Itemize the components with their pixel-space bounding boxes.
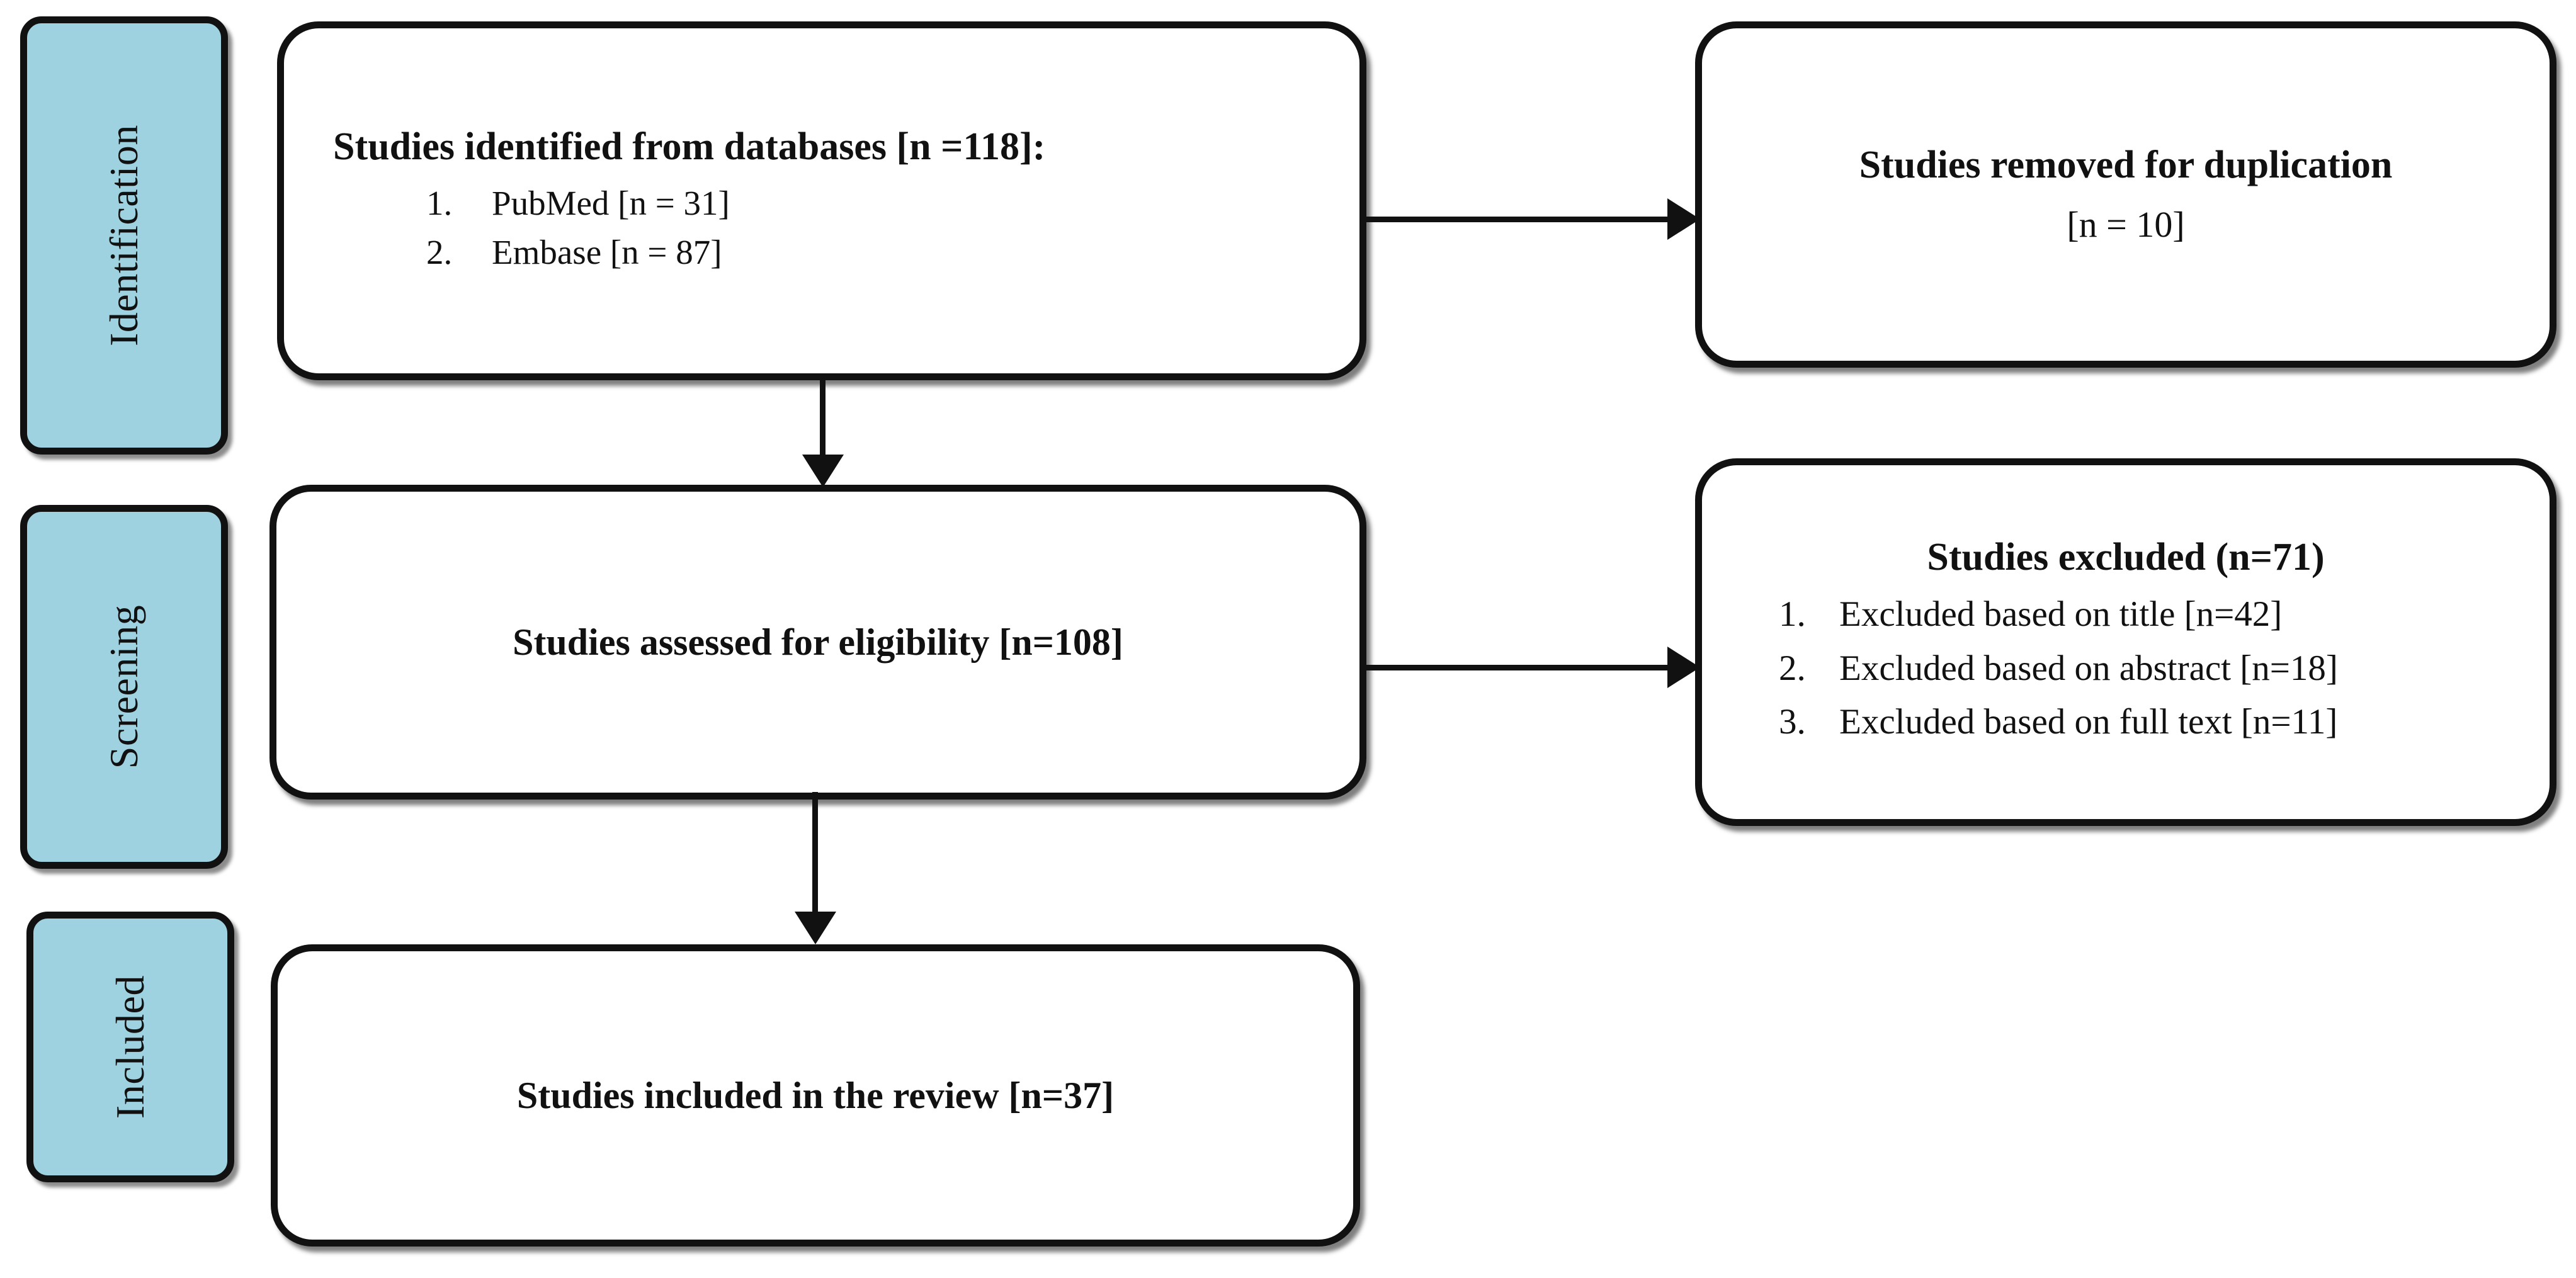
list-item: 2. Excluded based on abstract [n=18]: [1779, 642, 2550, 696]
list-item-number: 3.: [1779, 702, 1806, 742]
box-studies-assessed: Studies assessed for eligibility [n=108]: [270, 485, 1366, 800]
studies-excluded-reason-list: 1. Excluded based on title [n=42] 2. Exc…: [1702, 587, 2550, 749]
connector-assessed-to-included: [812, 792, 818, 915]
list-item-label: Excluded based on abstract [n=18]: [1839, 648, 2338, 688]
arrowhead-identified-to-assessed: [802, 455, 844, 487]
connector-assessed-to-excluded: [1364, 665, 1670, 670]
stage-tab-screening: Screening: [20, 505, 228, 869]
connector-identified-to-assessed: [820, 378, 826, 458]
box-studies-assessed-title: Studies assessed for eligibility [n=108]: [513, 621, 1123, 663]
list-item-number: 2.: [1779, 648, 1806, 688]
stage-label-included: Included: [108, 975, 152, 1119]
arrowhead-identified-to-duplicates: [1667, 198, 1700, 240]
box-studies-identified-title: Studies identified from databases [n =11…: [333, 125, 1046, 169]
list-item-label: Excluded based on title [n=42]: [1839, 594, 2283, 635]
stage-label-screening: Screening: [101, 604, 146, 769]
box-duplicates-removed: Studies removed for duplication [n = 10]: [1695, 21, 2556, 368]
box-studies-identified: Studies identified from databases [n =11…: [277, 21, 1366, 380]
box-studies-included: Studies included in the review [n=37]: [271, 944, 1360, 1247]
box-duplicates-removed-count: [n = 10]: [2067, 204, 2185, 246]
list-item-number: 1.: [426, 183, 453, 222]
box-studies-excluded-title: Studies excluded (n=71): [1927, 536, 2325, 579]
stage-label-identification: Identification: [101, 125, 146, 346]
list-item: 3. Excluded based on full text [n=11]: [1779, 695, 2550, 749]
stage-tab-identification: Identification: [20, 16, 228, 455]
arrowhead-assessed-to-excluded: [1667, 647, 1700, 688]
list-item-label: Embase [n = 87]: [492, 232, 722, 271]
box-duplicates-removed-title: Studies removed for duplication: [1859, 144, 2393, 186]
box-studies-excluded: Studies excluded (n=71) 1. Excluded base…: [1695, 458, 2556, 826]
list-item: 1. Excluded based on title [n=42]: [1779, 587, 2550, 642]
studies-identified-source-list: 1. PubMed [n = 31] 2. Embase [n = 87]: [284, 179, 1359, 277]
connector-identified-to-duplicates: [1364, 217, 1670, 222]
list-item-label: PubMed [n = 31]: [492, 183, 730, 222]
list-item: 1. PubMed [n = 31]: [426, 179, 1359, 228]
box-studies-included-title: Studies included in the review [n=37]: [516, 1075, 1115, 1116]
list-item-number: 2.: [426, 232, 453, 271]
stage-tab-included: Included: [26, 912, 234, 1182]
arrowhead-assessed-to-included: [795, 912, 836, 944]
list-item: 2. Embase [n = 87]: [426, 228, 1359, 277]
list-item-number: 1.: [1779, 594, 1806, 635]
list-item-label: Excluded based on full text [n=11]: [1839, 702, 2338, 742]
